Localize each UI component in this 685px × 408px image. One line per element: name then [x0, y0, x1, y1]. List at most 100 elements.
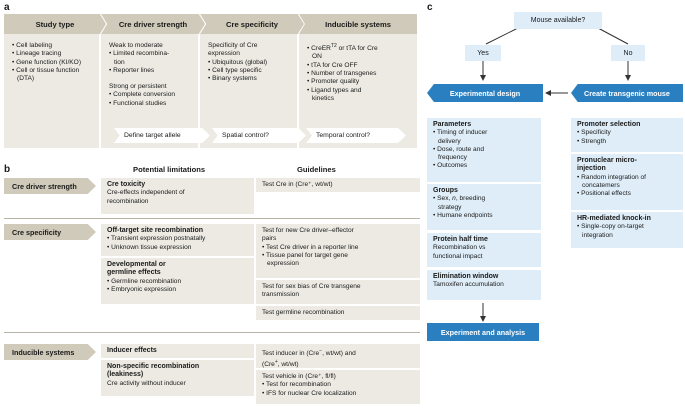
- arrow-to-no: [597, 27, 629, 45]
- guideline-test-vehicle: Test vehicle in (Cre⁺, fl/fl) • Test for…: [256, 370, 420, 404]
- arrow-spatial-control: Spatial control?: [212, 128, 306, 143]
- column-header-cre-specificity: Cre specificity: [200, 14, 304, 34]
- box-line: Tamoxifen accumulation: [433, 281, 504, 289]
- col-item: • Binary systems: [208, 75, 257, 83]
- box-title: Promoter selection: [577, 121, 641, 128]
- column-header-study-type: Study type: [4, 14, 106, 34]
- guideline-test-cre: Test Cre in (Cre⁺, wt/wt): [256, 178, 420, 192]
- guideline-line: Test for new Cre driver–effector: [262, 227, 354, 234]
- col-item: • Number of transgenes: [307, 70, 377, 78]
- box-title: HR-mediated knock-in: [577, 215, 651, 222]
- header-guidelines: Guidelines: [297, 165, 336, 174]
- col-item: tion: [114, 58, 125, 66]
- col-item-creert2: • CreERT2 or tTA for Cre: [307, 43, 378, 53]
- limitation-title: Off-target site recombination: [107, 227, 204, 234]
- col-item: • Lineage tracing: [12, 50, 62, 58]
- col-item: • Reporter lines: [109, 66, 155, 74]
- col-item: kinetics: [312, 94, 334, 102]
- panel-label-b: b: [4, 164, 11, 175]
- column-header-cre-driver: Cre driver strength: [101, 14, 205, 34]
- section-label-inducible-systems: Inducible systems: [4, 344, 96, 360]
- box-title: Elimination window: [433, 273, 499, 280]
- col-item: (DTA): [17, 75, 35, 83]
- box-title: Protein half time: [433, 236, 488, 243]
- limitation-line: Cre-effects independent of: [107, 189, 185, 197]
- guideline-line: Test vehicle in (Cre⁺, fl/fl): [262, 373, 336, 380]
- col-item: • Cell type specific: [208, 66, 262, 74]
- col-item: • Ubiquitous (global): [208, 58, 268, 66]
- header-potential-limitations: Potential limitations: [133, 165, 206, 174]
- box-line: • Single-copy on-target: [577, 223, 644, 231]
- box-parameters: Parameters • Timing of inducer delivery …: [427, 118, 541, 182]
- guideline-line: Test Cre in (Cre⁺, wt/wt): [262, 181, 333, 188]
- box-groups: Groups • Sex, n, breeding strategy • Hum…: [427, 184, 541, 230]
- limitation-line: • Embryonic expression: [107, 285, 177, 293]
- arrow-to-yes: [485, 27, 519, 45]
- box-pronuclear-microinjection: Pronuclear micro- injection • Random int…: [571, 154, 683, 210]
- limitation-cre-toxicity: Cre toxicity Cre-effects independent of …: [101, 178, 254, 214]
- guideline-line: • IFS for nuclear Cre localization: [262, 389, 357, 397]
- box-line: delivery: [438, 137, 461, 145]
- box-title-2: injection: [577, 165, 606, 173]
- answer-yes: Yes: [465, 45, 501, 61]
- guideline-line: expression: [267, 260, 299, 268]
- column-body-study-type: • Cell labeling • Lineage tracing • Gene…: [4, 34, 99, 148]
- panel-label-c: c: [427, 2, 433, 13]
- guideline-test-inducer: Test inducer in (Cre−, wt/wt) and (Cre+,…: [256, 344, 420, 369]
- box-protein-half-time: Protein half time Recombination vs funct…: [427, 233, 541, 267]
- guideline-line: Test for sex bias of Cre transgene: [262, 283, 361, 290]
- guideline-line: • Test Cre driver in a reporter line: [262, 243, 359, 251]
- col-item: • Gene function (KI/KO): [12, 58, 82, 66]
- column-header-inducible: Inducible systems: [299, 14, 417, 34]
- guideline-line: pairs: [262, 235, 277, 243]
- section-label-cre-specificity: Cre specificity: [4, 224, 96, 240]
- col-item: Strong or persistent: [109, 83, 167, 91]
- box-line: • Strength: [577, 137, 607, 145]
- col-item: • Functional studies: [109, 99, 167, 107]
- divider: [4, 332, 420, 333]
- divider: [4, 218, 420, 219]
- panel-label-a: a: [4, 2, 10, 13]
- box-line: • Dose, route and: [433, 145, 485, 153]
- limitation-inducer-effects: Inducer effects: [101, 344, 254, 358]
- experiment-and-analysis: Experiment and analysis: [427, 323, 539, 341]
- box-line: functional impact: [433, 252, 483, 260]
- arrow-temporal-control: Temporal control?: [306, 128, 406, 143]
- experimental-design-header: Experimental design: [427, 84, 543, 102]
- answer-no: No: [611, 45, 645, 61]
- col-item: expression: [208, 50, 240, 58]
- col-item: • Limited recombina-: [109, 50, 170, 58]
- limitation-off-target: Off-target site recombination • Transien…: [101, 224, 254, 256]
- limitation-line: • Germline recombination: [107, 277, 182, 285]
- col-item: • Complete conversion: [109, 91, 176, 99]
- box-promoter-selection: Promoter selection • Specificity • Stren…: [571, 118, 683, 152]
- box-line: • Positional effects: [577, 190, 631, 198]
- guideline-line: • Test for recombination: [262, 381, 331, 389]
- box-line: • Outcomes: [433, 162, 468, 170]
- box-line: • Specificity: [577, 129, 611, 137]
- guideline-line: • Tissue panel for target gene: [262, 251, 348, 259]
- box-title: Groups: [433, 187, 458, 194]
- guideline-sex-bias: Test for sex bias of Cre transgene trans…: [256, 280, 420, 304]
- col-item: • tTA for Cre OFF: [307, 61, 358, 69]
- guideline-germline: Test germline recombination: [256, 306, 420, 320]
- box-line: • Sex, n, breeding: [433, 195, 486, 203]
- guideline-line: (Cre+, wt/wt): [262, 359, 299, 369]
- box-line: • Random integration of: [577, 173, 647, 181]
- limitation-title: Cre toxicity: [107, 181, 146, 188]
- limitation-line: • Unknown tissue expression: [107, 243, 192, 251]
- col-item: • Cell or tissue function: [12, 66, 80, 74]
- limitation-line: • Transient expression postnatally: [107, 235, 206, 243]
- guideline-line: Test inducer in (Cre−, wt/wt) and: [262, 348, 356, 358]
- col-item: • Promoter quality: [307, 78, 360, 86]
- box-elimination-window: Elimination window Tamoxifen accumulatio…: [427, 270, 541, 300]
- box-line: concatemers: [582, 181, 620, 189]
- box-line: Recombination vs: [433, 244, 486, 252]
- col-item: Specificity of Cre: [208, 42, 258, 49]
- guideline-new-driver: Test for new Cre driver–effector pairs •…: [256, 224, 420, 278]
- question-mouse-available: Mouse available?: [514, 12, 602, 29]
- box-hr-knock-in: HR-mediated knock-in • Single-copy on-ta…: [571, 212, 683, 248]
- col-item: Weak to moderate: [109, 42, 163, 49]
